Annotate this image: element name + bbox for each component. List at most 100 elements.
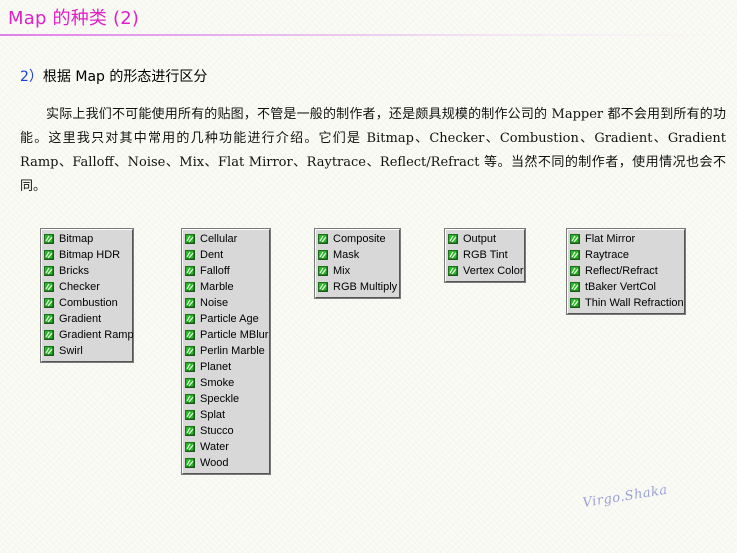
map-item-label: Smoke (200, 377, 235, 389)
green-map-icon (185, 362, 195, 372)
map-item-label: Stucco (200, 425, 234, 437)
map-item-water[interactable]: Water (185, 439, 266, 455)
map-item-label: Cellular (200, 233, 238, 245)
green-map-icon (318, 282, 328, 292)
green-map-icon (44, 314, 54, 324)
green-map-icon (185, 378, 195, 388)
map-item-swirl[interactable]: Swirl (44, 343, 129, 359)
map-item-bricks[interactable]: Bricks (44, 263, 129, 279)
green-map-icon (185, 234, 195, 244)
author-signature: Virgo.Shaka (581, 482, 669, 511)
green-map-icon (318, 250, 328, 260)
map-item-label: Dent (200, 249, 224, 261)
map-item-particle-mblur[interactable]: Particle MBlur (185, 327, 268, 343)
green-map-icon (185, 330, 195, 340)
green-map-icon (570, 266, 580, 276)
green-map-icon (570, 250, 580, 260)
map-item-label: Speckle (200, 393, 240, 405)
green-map-icon (44, 282, 54, 292)
map-item-mix[interactable]: Mix (318, 263, 396, 279)
green-map-icon (185, 346, 195, 356)
map-item-label: Vertex Color (463, 265, 524, 277)
map-item-label: Bitmap (59, 233, 94, 245)
map-item-particle-age[interactable]: Particle Age (185, 311, 266, 327)
green-map-icon (185, 442, 195, 452)
map-item-rgb-tint[interactable]: RGB Tint (448, 247, 521, 263)
map-item-speckle[interactable]: Speckle (185, 391, 266, 407)
map-item-label: Combustion (59, 297, 118, 309)
map-item-gradient-ramp[interactable]: Gradient Ramp (44, 327, 134, 343)
map-item-label: Raytrace (585, 249, 630, 261)
map-item-label: tBaker VertCol (585, 281, 656, 293)
map-item-splat[interactable]: Splat (185, 407, 266, 423)
map-item-raytrace[interactable]: Raytrace (570, 247, 681, 263)
map-item-label: Gradient Ramp (59, 329, 134, 341)
intro-paragraph: 实际上我们不可能使用所有的贴图，不管是一般的制作者，还是颇具规模的制作公司的 M… (20, 107, 726, 194)
title-divider (0, 34, 737, 36)
green-map-icon (448, 266, 458, 276)
map-item-wood[interactable]: Wood (185, 455, 266, 471)
map-item-combustion[interactable]: Combustion (44, 295, 129, 311)
green-map-icon (570, 282, 580, 292)
map-item-falloff[interactable]: Falloff (185, 263, 266, 279)
map-item-reflect-refract[interactable]: Reflect/Refract (570, 263, 681, 279)
map-item-mask[interactable]: Mask (318, 247, 396, 263)
map-item-output[interactable]: Output (448, 231, 521, 247)
green-map-icon (44, 330, 54, 340)
green-map-icon (570, 234, 580, 244)
map-item-label: RGB Tint (463, 249, 508, 261)
green-map-icon (318, 234, 328, 244)
map-item-bitmap[interactable]: Bitmap (44, 231, 129, 247)
map-item-label: Marble (200, 281, 234, 293)
map-item-noise[interactable]: Noise (185, 295, 266, 311)
map-item-label: RGB Multiply (333, 281, 398, 293)
map-item-stucco[interactable]: Stucco (185, 423, 266, 439)
map-item-rgb-multiply[interactable]: RGB Multiply (318, 279, 398, 295)
map-item-label: Perlin Marble (200, 345, 265, 357)
green-map-icon (44, 298, 54, 308)
map-item-label: Reflect/Refract (585, 265, 658, 277)
map-item-label: Noise (200, 297, 229, 309)
map-item-label: Water (200, 441, 229, 453)
map-item-smoke[interactable]: Smoke (185, 375, 266, 391)
map-item-composite[interactable]: Composite (318, 231, 396, 247)
green-map-icon (448, 234, 458, 244)
green-map-icon (185, 394, 195, 404)
map-item-planet[interactable]: Planet (185, 359, 266, 375)
green-map-icon (185, 410, 195, 420)
map-item-bitmap-hdr[interactable]: Bitmap HDR (44, 247, 129, 263)
map-item-perlin-marble[interactable]: Perlin Marble (185, 343, 266, 359)
map-item-label: Swirl (59, 345, 83, 357)
green-map-icon (185, 314, 195, 324)
map-item-vertex-color[interactable]: Vertex Color (448, 263, 524, 279)
map-item-flat-mirror[interactable]: Flat Mirror (570, 231, 681, 247)
map-item-label: Bitmap HDR (59, 249, 121, 261)
green-map-icon (185, 298, 195, 308)
map-item-tbaker-vertcol[interactable]: tBaker VertCol (570, 279, 681, 295)
map-item-checker[interactable]: Checker (44, 279, 129, 295)
page-title: Map 的种类 (2) (8, 8, 140, 29)
section-heading-text: 根据 Map 的形态进行区分 (42, 69, 208, 85)
map-item-label: Falloff (200, 265, 230, 277)
map-item-label: Mask (333, 249, 360, 261)
map-item-label: Checker (59, 281, 100, 293)
green-map-icon (448, 250, 458, 260)
map-item-label: Gradient (59, 313, 102, 325)
green-map-icon (318, 266, 328, 276)
map-item-gradient[interactable]: Gradient (44, 311, 129, 327)
map-item-label: Particle Age (200, 313, 259, 325)
map-item-label: Bricks (59, 265, 89, 277)
green-map-icon (185, 282, 195, 292)
map-item-marble[interactable]: Marble (185, 279, 266, 295)
map-item-label: Splat (200, 409, 226, 421)
map-item-dent[interactable]: Dent (185, 247, 266, 263)
map-item-cellular[interactable]: Cellular (185, 231, 266, 247)
map-item-thin-wall-refraction[interactable]: Thin Wall Refraction (570, 295, 684, 311)
section-heading: 2）根据 Map 的形态进行区分 (20, 66, 207, 86)
map-item-label: Output (463, 233, 497, 245)
